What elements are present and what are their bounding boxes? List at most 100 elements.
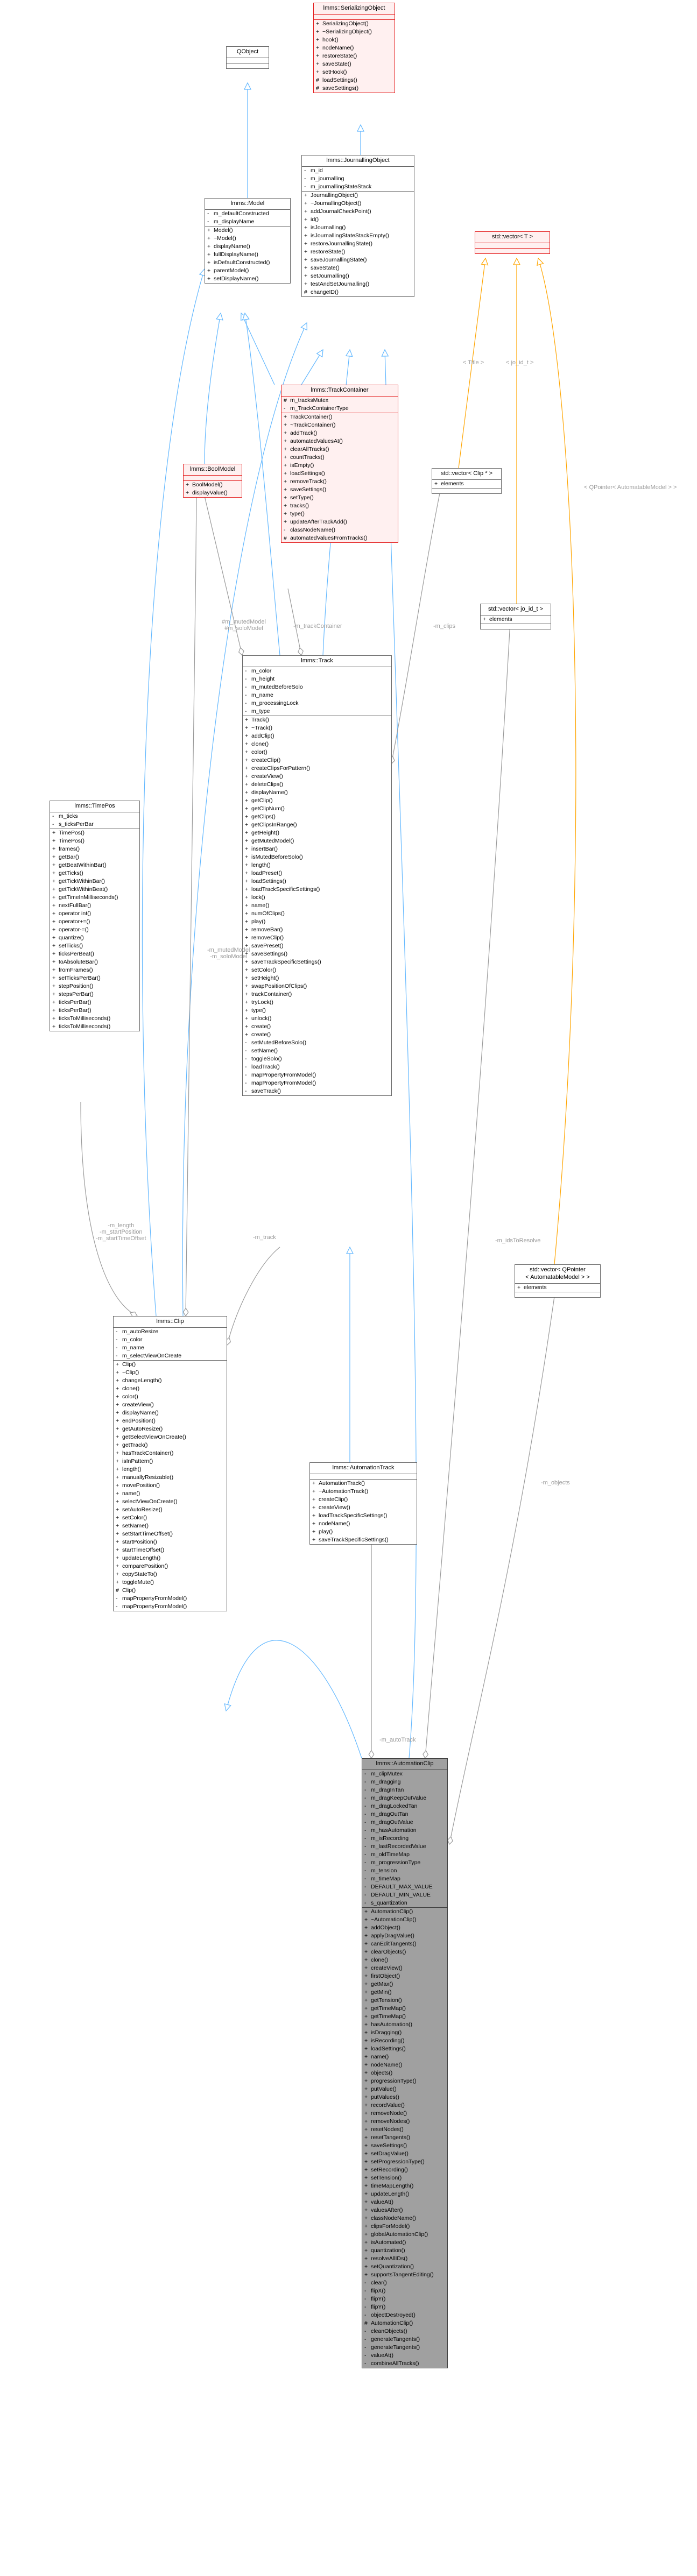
member-name: saveSettings() bbox=[290, 486, 327, 493]
member-name: classNodeName() bbox=[290, 526, 336, 533]
visibility-marker: + bbox=[245, 1023, 249, 1030]
class-box-automationclip[interactable]: lmms::AutomationClip-m_clipMutex-m_dragg… bbox=[362, 1758, 448, 2368]
member-name: loadSettings() bbox=[371, 2045, 406, 2052]
class-box-qobject[interactable]: QObject bbox=[226, 46, 269, 69]
attribute-row: +elements bbox=[517, 1284, 600, 1292]
operation-row: +~JournallingObject() bbox=[304, 200, 414, 208]
visibility-marker: + bbox=[364, 1956, 368, 1963]
member-name: ~AutomationTrack() bbox=[319, 1488, 369, 1495]
operation-row: +saveTrackSpecificSettings() bbox=[312, 1536, 417, 1544]
operation-row: +startTimeOffset() bbox=[116, 1546, 227, 1554]
class-box-trackcontainer[interactable]: lmms::TrackContainer#m_tracksMutex-m_Tra… bbox=[281, 385, 398, 543]
member-name: getTickWithinBeat() bbox=[59, 886, 108, 893]
visibility-marker: + bbox=[364, 2142, 368, 2149]
attribute-row: -DEFAULT_MAX_VALUE bbox=[364, 1883, 447, 1891]
class-box-model[interactable]: lmms::Model-m_defaultConstructed-m_displ… bbox=[205, 198, 291, 284]
visibility-marker: + bbox=[364, 2231, 368, 2238]
operation-row: -setName() bbox=[245, 1047, 391, 1055]
operation-row: +putValues() bbox=[364, 2093, 447, 2101]
member-name: m_TrackContainerType bbox=[290, 405, 349, 412]
class-box-boolmodel[interactable]: lmms::BoolModel+BoolModel()+displayValue… bbox=[183, 464, 242, 498]
member-name: valueAt() bbox=[371, 2352, 394, 2359]
member-name: automatedValuesFromTracks() bbox=[290, 534, 368, 541]
edge-qpointer-stdvector bbox=[538, 258, 576, 1265]
edge-boolmodel-model bbox=[204, 313, 221, 464]
edge-label-length: -m_length -m_startPosition -m_startTimeO… bbox=[96, 1222, 146, 1242]
operation-section: +Model()+~Model()+displayName()+fullDisp… bbox=[205, 227, 290, 283]
operation-row: +color() bbox=[245, 748, 391, 756]
member-name: endPosition() bbox=[122, 1417, 156, 1424]
visibility-marker: - bbox=[364, 1867, 367, 1874]
operation-row: +setDisplayName() bbox=[207, 275, 290, 283]
visibility-marker: + bbox=[245, 886, 249, 893]
operation-row: +fullDisplayName() bbox=[207, 251, 290, 259]
class-box-journaling[interactable]: lmms::JournallingObject-m_id-m_journalli… bbox=[301, 155, 414, 297]
member-name: setMutedBeforeSolo() bbox=[251, 1039, 307, 1046]
member-name: resetNodes() bbox=[371, 2126, 404, 2133]
member-name: elements bbox=[524, 1284, 547, 1291]
visibility-marker: + bbox=[52, 1015, 56, 1022]
member-name: progressionType() bbox=[371, 2077, 417, 2084]
member-name: TimePos() bbox=[59, 829, 85, 836]
visibility-marker: + bbox=[207, 243, 211, 250]
member-name: elements bbox=[489, 615, 512, 622]
member-name: getMax() bbox=[371, 1980, 393, 1987]
visibility-marker: + bbox=[364, 2150, 368, 2157]
visibility-marker: + bbox=[364, 1964, 368, 1971]
attribute-row: -DEFAULT_MIN_VALUE bbox=[364, 1891, 447, 1899]
visibility-marker: + bbox=[312, 1480, 316, 1487]
attribute-section: +elements bbox=[432, 480, 501, 489]
member-name: m_processingLock bbox=[251, 699, 299, 706]
operation-row: +clone() bbox=[116, 1385, 227, 1393]
visibility-marker: - bbox=[245, 707, 247, 714]
member-name: saveSettings() bbox=[251, 950, 288, 957]
member-name: m_displayName bbox=[214, 218, 255, 225]
member-name: isJournallingStateStackEmpty() bbox=[311, 232, 389, 239]
member-name: setType() bbox=[290, 494, 314, 501]
visibility-marker: - bbox=[364, 2311, 367, 2318]
visibility-marker: + bbox=[116, 1457, 119, 1464]
member-name: testAndSetJournalling() bbox=[311, 280, 370, 287]
visibility-marker: + bbox=[364, 2182, 368, 2189]
attribute-row: -m_name bbox=[245, 691, 391, 699]
visibility-marker: + bbox=[52, 845, 56, 852]
operation-row: +name() bbox=[364, 2053, 447, 2061]
visibility-marker: + bbox=[52, 982, 56, 989]
operation-section: +TimePos()+TimePos()+frames()+getBar()+g… bbox=[50, 829, 139, 1031]
operation-row: #AutomationClip() bbox=[364, 2319, 447, 2327]
member-name: getSelectViewOnCreate() bbox=[122, 1433, 186, 1440]
attribute-section bbox=[314, 15, 395, 20]
visibility-marker: - bbox=[245, 1079, 247, 1086]
member-name: resolveAllIDs() bbox=[371, 2255, 408, 2262]
visibility-marker: + bbox=[116, 1449, 119, 1456]
visibility-marker: + bbox=[116, 1570, 119, 1577]
class-box-stdvector[interactable]: std::vector< T > bbox=[475, 231, 550, 254]
class-box-vecclip[interactable]: std::vector< Clip * >+elements bbox=[432, 468, 502, 494]
class-box-automationtrack[interactable]: lmms::AutomationTrack+AutomationTrack()+… bbox=[309, 1462, 417, 1545]
member-name: SerializingObject() bbox=[322, 20, 369, 27]
member-name: length() bbox=[251, 861, 271, 868]
class-box-qpointer[interactable]: std::vector< QPointer < AutomatableModel… bbox=[515, 1264, 601, 1298]
member-name: ticksPerBar() bbox=[59, 1007, 91, 1014]
member-name: getTimeMap() bbox=[371, 2005, 406, 2012]
operation-row: +setColor() bbox=[116, 1514, 227, 1522]
operation-row: +setTicks() bbox=[52, 942, 139, 950]
class-box-serializing[interactable]: lmms::SerializingObject+SerializingObjec… bbox=[313, 3, 395, 93]
edge-boolmodel-track bbox=[204, 496, 244, 656]
member-name: displayName() bbox=[214, 243, 250, 250]
class-box-timepos[interactable]: lmms::TimePos-m_ticks-s_ticksPerBar+Time… bbox=[50, 801, 140, 1031]
member-name: type() bbox=[290, 510, 305, 517]
class-box-clip[interactable]: lmms::Clip-m_autoResize-m_color-m_name-m… bbox=[113, 1316, 227, 1611]
visibility-marker: + bbox=[116, 1361, 119, 1368]
operation-row: +hook() bbox=[316, 36, 395, 44]
operation-row: +getClips() bbox=[245, 813, 391, 821]
class-box-vecjsi[interactable]: std::vector< jo_id_t >+elements bbox=[480, 604, 551, 629]
visibility-marker: + bbox=[116, 1417, 119, 1424]
operation-row: -mapPropertyFromModel() bbox=[245, 1071, 391, 1079]
member-name: clone() bbox=[122, 1385, 140, 1392]
operation-row: +tracks() bbox=[284, 502, 398, 510]
class-box-track[interactable]: lmms::Track-m_color-m_height-m_mutedBefo… bbox=[242, 655, 392, 1096]
visibility-marker: + bbox=[312, 1528, 316, 1535]
operation-row: -valueAt() bbox=[364, 2352, 447, 2360]
member-name: isRecording() bbox=[371, 2037, 405, 2044]
